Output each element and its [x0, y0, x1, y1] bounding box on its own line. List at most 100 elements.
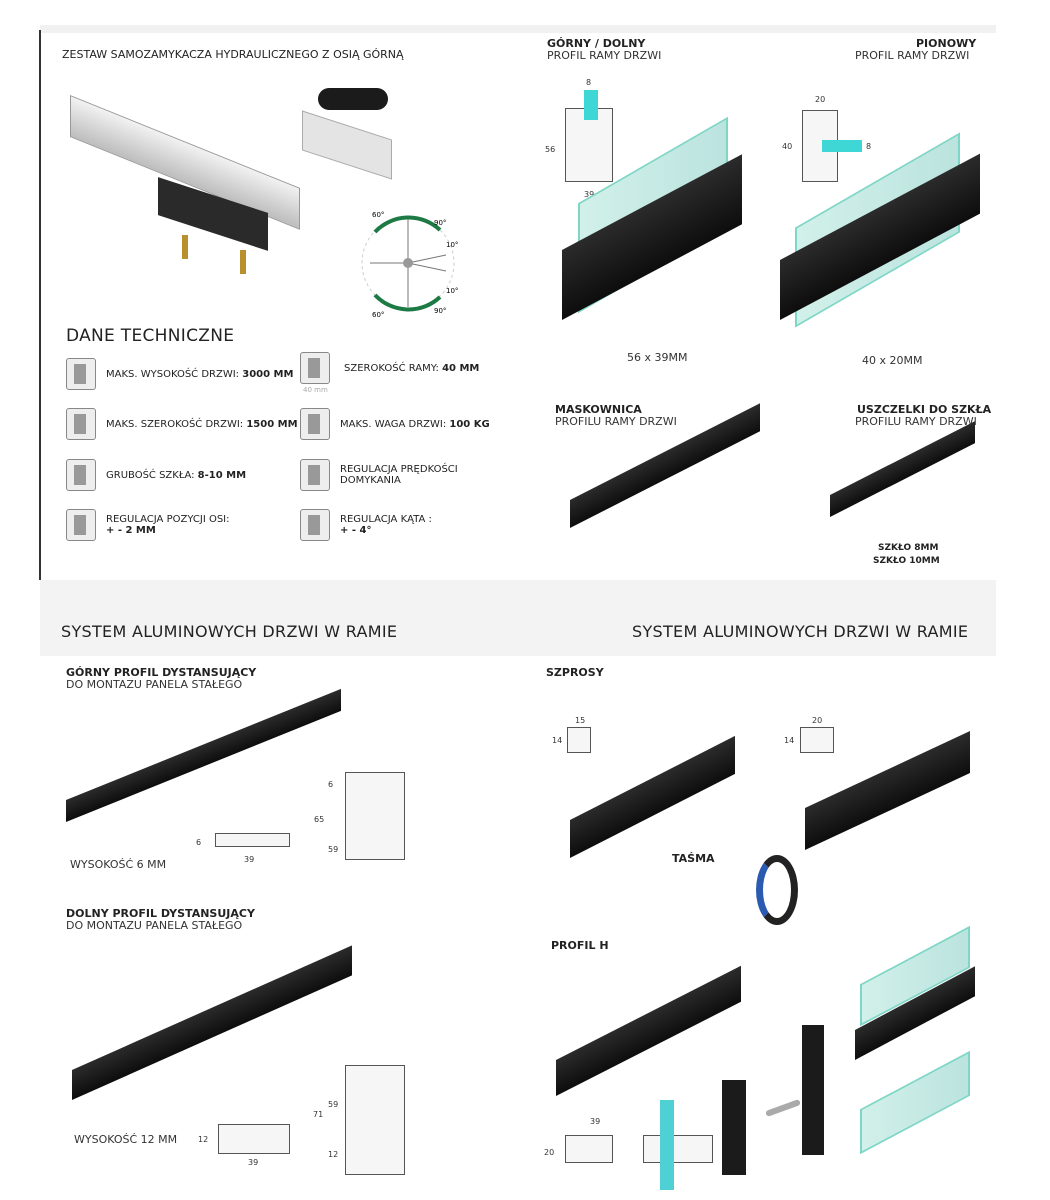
mount-plate-image [302, 110, 392, 180]
muntin-drawing [800, 727, 834, 753]
dim-label: 15 [575, 716, 586, 725]
spec-value: 100 KG [449, 418, 490, 430]
spacer-title: GÓRNY PROFIL DYSTANSUJĄCY [66, 666, 257, 679]
dim-label: 8 [866, 142, 872, 151]
tape-title: TAŚMA [672, 852, 715, 865]
spec-item: REGULACJA POZYCJI OSI:+ - 2 MM [66, 509, 230, 541]
spacer-drawing [218, 1124, 290, 1154]
spec-label: REGULACJA KĄTA : [340, 514, 432, 525]
dim-label: 39 [590, 1117, 601, 1126]
profile-title: MASKOWNICA [555, 403, 642, 416]
h-profile-title: PROFIL H [551, 939, 609, 952]
spacer-image [66, 688, 341, 822]
spec-value: 8-10 MM [197, 469, 247, 481]
angle-label: 90° [434, 219, 446, 227]
seal-note: SZKŁO 10MM [873, 556, 940, 566]
profile-subtitle: PROFILU RAMY DRZWI [555, 415, 677, 428]
dim-label: 12 [198, 1135, 209, 1144]
divider-line [39, 30, 41, 580]
spec-item: GRUBOŚĆ SZKŁA: 8-10 MM [66, 459, 246, 491]
pin-image [240, 250, 246, 274]
profile-title: USZCZELKI DO SZKŁA [857, 403, 992, 416]
angle-label: 60° [372, 211, 384, 219]
dim-label: 14 [552, 736, 563, 745]
h-profile-drawing [565, 1135, 613, 1163]
cover-part-image [722, 1080, 746, 1175]
glass-panel [860, 1050, 970, 1155]
spec-item: MAKS. SZEROKOŚĆ DRZWI: 1500 MM [66, 408, 298, 440]
dim-label: 20 [812, 716, 823, 725]
spec-label: MAKS. SZEROKOŚĆ DRZWI: [106, 418, 247, 430]
tape-roll-image [756, 855, 798, 925]
spec-value: + - 2 MM [106, 525, 156, 536]
dim-label: 59 [328, 845, 339, 854]
angle-icon [300, 509, 330, 541]
profile-size: 40 x 20MM [862, 354, 923, 367]
door-width-icon [66, 408, 96, 440]
closer-kit-title: ZESTAW SAMOZAMYKACZA HYDRAULICZNEGO Z OS… [62, 48, 404, 61]
spec-item: REGULACJA PRĘDKOŚCI DOMYKANIA [300, 459, 470, 491]
angle-label: 10° [446, 287, 458, 295]
dim-label: 8 [586, 78, 592, 87]
dim-label: 65 [314, 815, 325, 824]
muntin-drawing [567, 727, 591, 753]
angle-label: 10° [446, 241, 458, 249]
spec-value: 40 MM [442, 362, 480, 374]
door-height-icon [66, 358, 96, 390]
frame-width-icon [300, 352, 330, 384]
spec-value: + - 4° [340, 525, 372, 536]
spec-label: MAKS. WYSOKOŚĆ DRZWI: [106, 368, 243, 380]
spec-label: REGULACJA POZYCJI OSI: [106, 514, 230, 525]
h-profile-glass-drawing [643, 1135, 713, 1163]
dim-label: 6 [196, 838, 202, 847]
muntin-image [570, 735, 735, 858]
dim-label: 20 [544, 1148, 555, 1157]
spec-label: MAKS. WAGA DRZWI: [340, 418, 450, 430]
section-header: SYSTEM ALUMINOWYCH DRZWI W RAMIE [61, 622, 398, 641]
dim-label: 39 [584, 190, 595, 199]
speed-icon [300, 459, 330, 491]
pivot-plate-image [318, 88, 388, 110]
weight-icon [300, 408, 330, 440]
post-part-image [802, 1025, 824, 1155]
profile-size: 56 x 39MM [627, 351, 688, 364]
dim-label: 6 [328, 780, 334, 789]
muntins-title: SZPROSY [546, 666, 604, 679]
dim-label: 59 [328, 1100, 339, 1109]
spacer-height: WYSOKOŚĆ 6 MM [70, 858, 167, 871]
profile-title: PIONOWY [916, 37, 977, 50]
profile-subtitle: PROFIL RAMY DRZWI [547, 49, 662, 62]
spacer-subtitle: DO MONTAZU PANELA STAŁEGO [66, 919, 243, 932]
pin-image [182, 235, 188, 259]
spec-label: REGULACJA PRĘDKOŚCI DOMYKANIA [340, 464, 458, 486]
section-band [40, 580, 996, 656]
dim-label: 39 [244, 855, 255, 864]
tech-title: DANE TECHNICZNE [66, 326, 235, 346]
angle-label: 90° [434, 307, 446, 315]
seal-note: SZKŁO 8MM [878, 543, 939, 553]
screw-image [765, 1099, 801, 1117]
dim-label: 12 [328, 1150, 339, 1159]
glass-thickness-icon [66, 459, 96, 491]
spec-item: REGULACJA KĄTA :+ - 4° [300, 509, 432, 541]
h-profile-image [556, 965, 741, 1096]
spacer-title: DOLNY PROFIL DYSTANSUJĄCY [66, 907, 255, 920]
spec-value: 3000 MM [242, 368, 294, 380]
spacer-section-drawing [345, 772, 405, 860]
profile-subtitle: PROFILU RAMY DRZWI [855, 415, 977, 428]
dim-label: 14 [784, 736, 795, 745]
dim-label: 39 [248, 1158, 259, 1167]
top-band [40, 25, 996, 33]
glass-section [822, 140, 862, 152]
seal-profile-image [830, 421, 975, 517]
spacer-subtitle: DO MONTAZU PANELA STAŁEGO [66, 678, 243, 691]
spacer-height: WYSOKOŚĆ 12 MM [74, 1133, 178, 1146]
dim-label: 20 [815, 95, 826, 104]
dim-label: 71 [313, 1110, 324, 1119]
spacer-image [72, 945, 352, 1100]
spec-label: GRUBOŚĆ SZKŁA: [106, 469, 198, 481]
dim-label: 40 [782, 142, 793, 151]
profile-drawing [565, 108, 613, 182]
spacer-drawing [215, 833, 290, 847]
glass-section [584, 90, 598, 120]
